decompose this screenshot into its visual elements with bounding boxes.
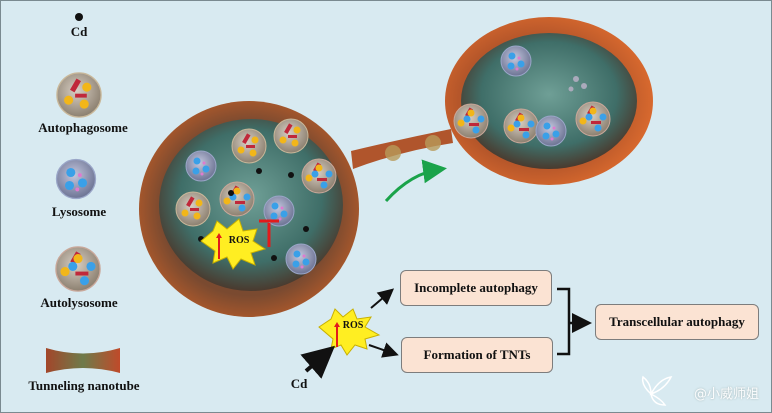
legend-autophagosome-label: Autophagosome — [38, 120, 128, 135]
arrow-to-incomplete-icon — [370, 288, 395, 309]
lysosome-icon — [55, 158, 97, 200]
cell-ros-label: ROS — [228, 235, 250, 246]
watermark-logo — [641, 375, 673, 406]
arrow-to-tnts-icon — [368, 342, 399, 358]
tnt-vesicle — [425, 135, 441, 151]
right-cell-vesicles — [453, 45, 611, 147]
legend-tunneling-nanotube-label: Tunneling nanotube — [28, 378, 140, 393]
cd-arrow-icon — [300, 345, 336, 379]
incomplete-autophagy-box: Incomplete autophagy — [400, 270, 552, 306]
recipient-cell — [445, 17, 653, 185]
legend-autolysosome-label: Autolysosome — [40, 295, 118, 310]
bracket-arrow-icon — [557, 287, 587, 356]
pathway-cd-label: Cd — [290, 376, 308, 391]
pathway-ros-label: ROS — [342, 320, 364, 331]
autolysosome-icon — [55, 246, 101, 292]
cd-particle-icon — [75, 13, 83, 21]
ros-burst-cell — [200, 218, 267, 270]
left-cell-vesicles — [175, 118, 337, 275]
transcellular-autophagy-box: Transcellular autophagy — [595, 304, 759, 340]
watermark: @小威师姐 — [693, 387, 759, 402]
tunneling-nanotube-icon — [46, 348, 120, 373]
inhibition-icon — [259, 219, 279, 247]
ros-burst-pathway — [318, 308, 381, 356]
formation-of-tnts-box: Formation of TNTs — [401, 337, 553, 373]
legend-lysosome-label: Lysosome — [51, 204, 107, 219]
legend-cd-label: Cd — [70, 24, 88, 39]
autophagosome-icon — [56, 72, 102, 118]
tnt-vesicle — [385, 145, 401, 161]
transfer-arrow-icon — [384, 159, 447, 202]
